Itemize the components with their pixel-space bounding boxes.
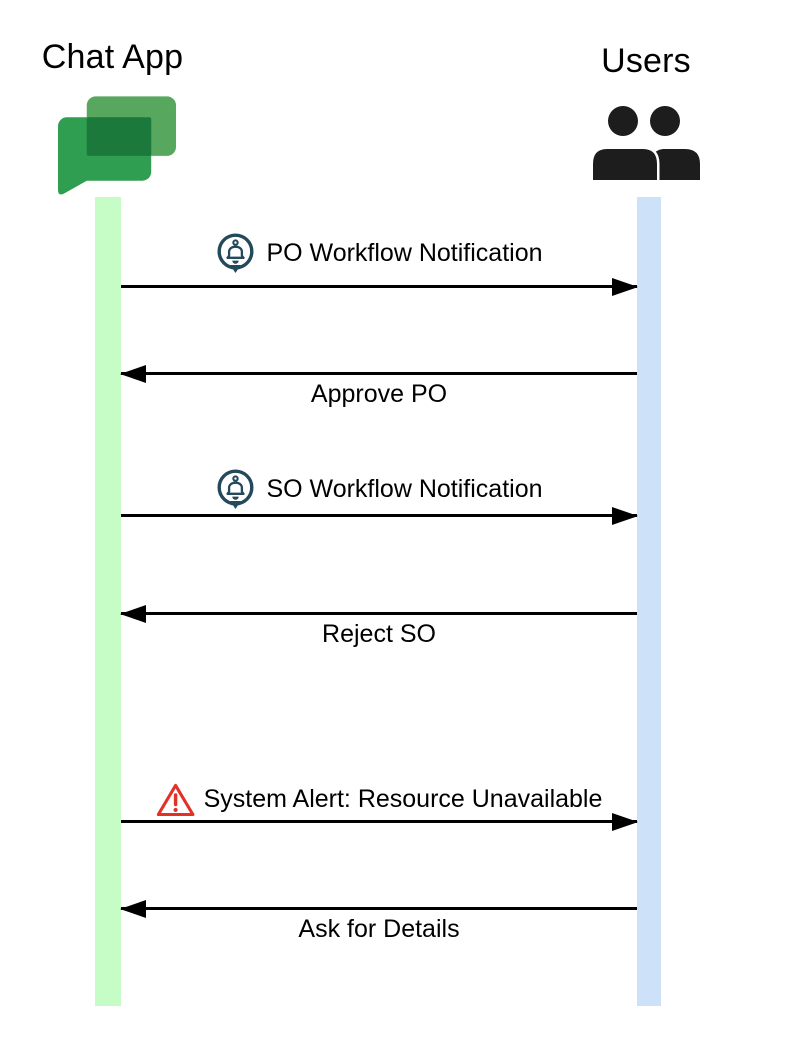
message-text: Approve PO xyxy=(310,380,448,408)
message-reject-so: Reject SO xyxy=(121,612,637,648)
people-icon xyxy=(592,106,700,183)
arrow-users-to-chat xyxy=(121,372,637,375)
arrow-chat-to-users xyxy=(121,285,637,288)
actor-users-title: Users xyxy=(601,42,691,80)
message-text: Ask for Details xyxy=(298,915,460,943)
actor-chat-app: Chat App xyxy=(30,38,195,77)
arrow-chat-to-users xyxy=(121,514,637,517)
actor-users: Users xyxy=(566,42,726,81)
message-label: System Alert: Resource Unavailable xyxy=(156,781,603,818)
arrow-chat-to-users xyxy=(121,820,637,823)
message-system-alert: System Alert: Resource Unavailable xyxy=(121,783,637,823)
message-label: Reject SO xyxy=(322,620,436,649)
message-po-workflow-notification: PO Workflow Notification xyxy=(121,233,637,288)
message-label: PO Workflow Notification xyxy=(215,232,543,275)
message-text: Reject SO xyxy=(322,620,436,648)
notification-bell-icon xyxy=(215,232,255,275)
arrow-users-to-chat xyxy=(121,612,637,615)
warning-triangle-icon xyxy=(156,781,196,818)
message-text: PO Workflow Notification xyxy=(266,239,543,268)
lifeline-chat-app xyxy=(95,197,121,1006)
notification-bell-icon xyxy=(215,468,255,511)
message-text: SO Workflow Notification xyxy=(266,475,543,504)
message-approve-po: Approve PO xyxy=(121,372,637,408)
actor-chat-app-title: Chat App xyxy=(41,38,184,76)
message-label: SO Workflow Notification xyxy=(215,468,543,511)
message-ask-for-details: Ask for Details xyxy=(121,907,637,943)
message-label: Ask for Details xyxy=(298,915,459,944)
arrow-users-to-chat xyxy=(121,907,637,910)
lifeline-users xyxy=(637,197,661,1006)
google-chat-icon xyxy=(57,96,177,195)
message-so-workflow-notification: SO Workflow Notification xyxy=(121,469,637,517)
message-label: Approve PO xyxy=(311,380,447,409)
message-text: System Alert: Resource Unavailable xyxy=(203,785,603,814)
